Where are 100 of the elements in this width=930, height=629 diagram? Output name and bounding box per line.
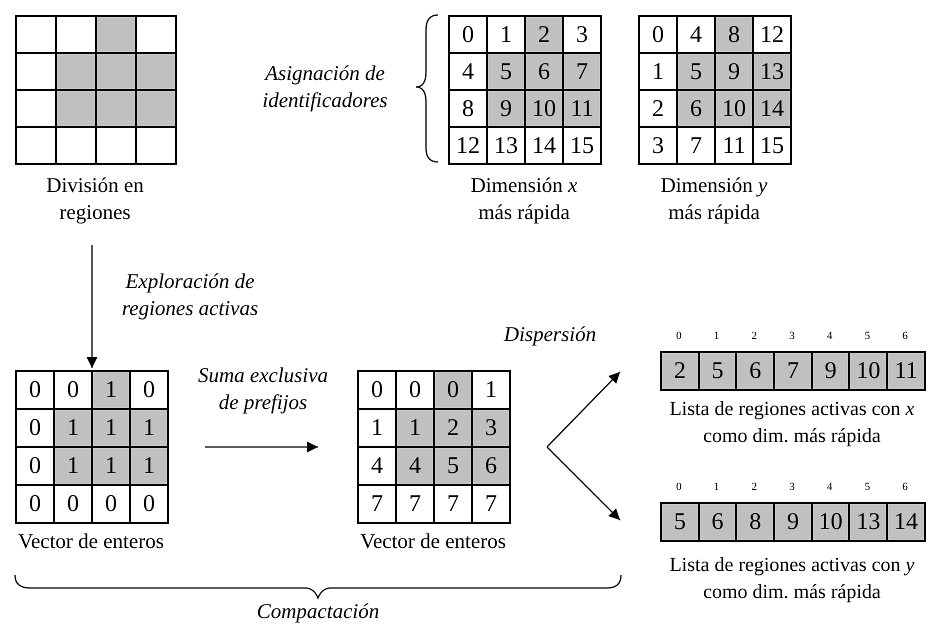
- number-grid: [448, 15, 602, 165]
- number-cell: 2: [661, 352, 699, 390]
- brace-label: Asignación de identificadores: [261, 60, 389, 114]
- number-cell: 1: [130, 409, 168, 447]
- number-cell: 8: [715, 16, 753, 53]
- number-cell: 14: [753, 90, 791, 127]
- number-cell: 6: [736, 352, 774, 390]
- number-cell: 0: [639, 16, 677, 53]
- number-cell: 0: [16, 409, 54, 447]
- number-cell: 1: [130, 447, 168, 485]
- number-cell: 0: [130, 485, 168, 523]
- number-cell: 0: [54, 371, 92, 409]
- number-cell: 1: [639, 53, 677, 90]
- node-label: Dimensión x más rápida: [470, 172, 578, 226]
- number-cell: 1: [92, 371, 130, 409]
- number-cell: 11: [563, 90, 601, 127]
- node-label: Lista de regiones activas con y como dim. más rápida: [668, 553, 916, 605]
- number-cell: 4: [358, 447, 396, 485]
- arrow: [205, 442, 318, 452]
- number-grid: [638, 15, 792, 165]
- index-number: 3: [788, 482, 796, 493]
- number-cell: 2: [434, 409, 472, 447]
- number-cell: 11: [715, 127, 753, 164]
- number-cell: 1: [92, 409, 130, 447]
- number-cell: 1: [487, 16, 525, 53]
- number-cell: 10: [715, 90, 753, 127]
- index-number: 2: [750, 482, 758, 493]
- number-cell: 1: [396, 409, 434, 447]
- number-cell: 2: [525, 16, 563, 53]
- number-cell: 9: [487, 90, 525, 127]
- number-grid: [357, 370, 511, 524]
- region-grid: [15, 15, 177, 165]
- index-number: 0: [675, 482, 683, 493]
- number-cell: 5: [698, 352, 736, 390]
- index-number: 5: [864, 331, 872, 342]
- number-cell: 1: [54, 447, 92, 485]
- node-label: Dimensión y más rápida: [660, 172, 768, 226]
- number-cell: 0: [54, 485, 92, 523]
- number-cell: 15: [563, 127, 601, 164]
- number-cell: 7: [472, 485, 510, 523]
- number-cell: 7: [563, 53, 601, 90]
- index-number: 1: [712, 482, 720, 493]
- edge-label: Dispersión: [502, 321, 598, 348]
- number-cell: 7: [677, 127, 715, 164]
- edge-label: Suma exclusiva de prefijos: [196, 362, 330, 416]
- number-cell: 5: [434, 447, 472, 485]
- index-number: 2: [750, 331, 758, 342]
- index-number: 3: [788, 331, 796, 342]
- number-cell: 1: [358, 409, 396, 447]
- number-cell: 0: [16, 371, 54, 409]
- arrow: [546, 446, 620, 520]
- index-number: 1: [712, 331, 720, 342]
- number-cell: 1: [92, 447, 130, 485]
- index-number: 6: [901, 482, 909, 493]
- number-cell: 8: [449, 90, 487, 127]
- number-cell: 4: [449, 53, 487, 90]
- number-cell: 0: [434, 371, 472, 409]
- number-cell: 0: [16, 447, 54, 485]
- number-cell: 1: [472, 371, 510, 409]
- number-cell: 8: [736, 503, 774, 541]
- number-cell: 9: [715, 53, 753, 90]
- number-cell: 13: [849, 503, 888, 541]
- number-cell: 0: [358, 371, 396, 409]
- brace-label: Compactación: [256, 598, 380, 625]
- number-cell: 6: [698, 503, 736, 541]
- number-cell: 12: [449, 127, 487, 164]
- number-cell: 7: [774, 352, 812, 390]
- node-label: Lista de regiones activas con x como dim. más rápida: [668, 397, 916, 449]
- number-cell: 11: [887, 352, 925, 390]
- number-cell: 10: [525, 90, 563, 127]
- number-cell: 4: [677, 16, 715, 53]
- number-list: [660, 351, 926, 391]
- index-number: 0: [675, 331, 683, 342]
- number-cell: 6: [677, 90, 715, 127]
- number-cell: 12: [753, 16, 791, 53]
- number-cell: 4: [396, 447, 434, 485]
- number-cell: 2: [639, 90, 677, 127]
- number-cell: 7: [434, 485, 472, 523]
- number-cell: 15: [753, 127, 791, 164]
- arrow: [546, 372, 620, 448]
- number-cell: 13: [753, 53, 791, 90]
- number-cell: 5: [661, 503, 699, 541]
- number-cell: 10: [812, 503, 850, 541]
- number-cell: 0: [130, 371, 168, 409]
- number-cell: 3: [472, 409, 510, 447]
- number-cell: 9: [774, 503, 812, 541]
- number-cell: 13: [487, 127, 525, 164]
- index-number: 5: [864, 482, 872, 493]
- number-list: [660, 502, 926, 542]
- number-cell: 7: [396, 485, 434, 523]
- arrow: [86, 245, 98, 368]
- number-cell: 0: [449, 16, 487, 53]
- number-cell: 14: [525, 127, 563, 164]
- number-cell: 14: [887, 503, 925, 541]
- number-cell: 0: [16, 485, 54, 523]
- number-cell: 6: [472, 447, 510, 485]
- number-cell: 6: [525, 53, 563, 90]
- number-cell: 3: [639, 127, 677, 164]
- number-cell: 0: [396, 371, 434, 409]
- number-cell: 10: [849, 352, 888, 390]
